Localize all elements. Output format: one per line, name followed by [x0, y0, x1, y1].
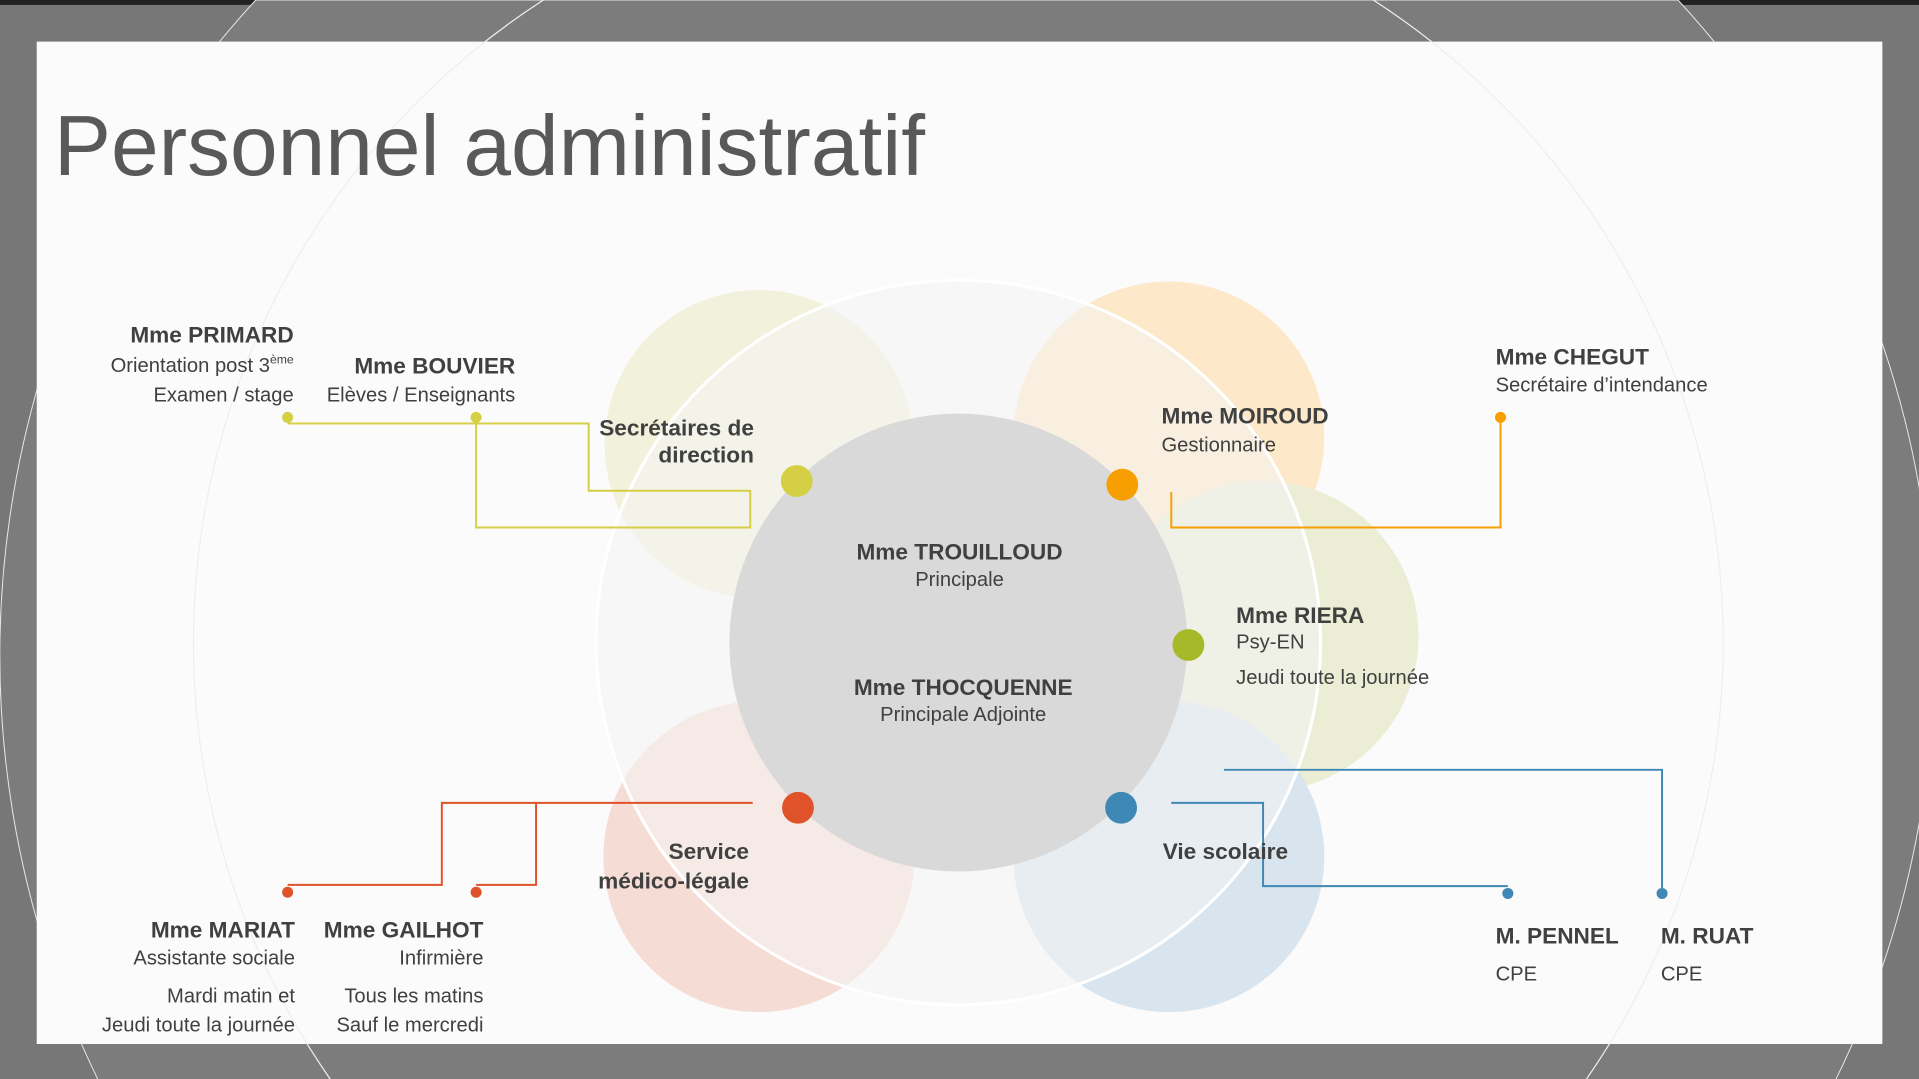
label-secretaires-1: Secrétaires de — [599, 416, 754, 441]
mariat-line2: Mardi matin et — [167, 985, 295, 1007]
center-p1-role: Principale — [915, 569, 1004, 591]
dot-medico — [782, 791, 814, 824]
person-primard: Mme PRIMARD Orientation post 3ème Examen… — [111, 323, 294, 407]
dot-secretaires — [780, 465, 813, 497]
pennel-line1: CPE — [1496, 963, 1538, 985]
ruat-name: M. RUAT — [1661, 924, 1754, 949]
page-title: Personnel administratif — [54, 98, 925, 194]
dot-gestion — [1106, 468, 1139, 501]
dot-pennel — [1502, 887, 1514, 899]
primard-name: Mme PRIMARD — [130, 323, 293, 348]
center-p2-name: Mme THOCQUENNE — [854, 675, 1073, 700]
connector-ruat — [1223, 768, 1664, 893]
moiroud-name: Mme MOIROUD — [1161, 403, 1328, 428]
dot-psy — [1172, 629, 1205, 661]
pennel-name: M. PENNEL — [1496, 924, 1619, 949]
label-secretaires-2: direction — [658, 443, 754, 468]
label-medico-1: Service — [669, 839, 750, 864]
person-ruat: M. RUAT CPE — [1661, 924, 1754, 986]
mariat-line1: Assistante sociale — [133, 947, 295, 969]
person-chegut: Mme CHEGUT Secrétaire d’intendance — [1496, 345, 1708, 397]
center-p2-role: Principale Adjointe — [880, 704, 1046, 726]
person-mariat: Mme MARIAT Assistante sociale Mardi mati… — [102, 918, 295, 1037]
bouvier-name: Mme BOUVIER — [354, 353, 515, 378]
connector-mariat — [287, 801, 753, 886]
connector-pennel — [1171, 801, 1508, 888]
moiroud-line1: Gestionnaire — [1161, 435, 1275, 457]
person-bouvier: Mme BOUVIER Elèves / Enseignants — [327, 353, 516, 406]
connector-secretaires — [287, 417, 752, 529]
person-riera: Mme RIERA Psy-EN Jeudi toute la journée — [1236, 603, 1429, 689]
dot-primard — [282, 411, 294, 423]
mariat-name: Mme MARIAT — [151, 918, 295, 943]
label-medico-2: médico-légale — [598, 869, 749, 894]
riera-name: Mme RIERA — [1236, 603, 1364, 628]
gailhot-name: Mme GAILHOT — [324, 918, 484, 943]
dot-chegut — [1494, 411, 1507, 423]
chegut-line1: Secrétaire d’intendance — [1496, 375, 1708, 397]
person-gailhot: Mme GAILHOT Infirmière Tous les matins S… — [324, 918, 484, 1037]
dot-mariat — [282, 886, 294, 898]
dot-gailhot — [470, 886, 482, 898]
faint-ring — [192, 0, 1724, 1079]
gailhot-line1: Infirmière — [399, 947, 483, 969]
gailhot-line3: Sauf le mercredi — [336, 1015, 483, 1037]
dot-vie-scolaire — [1105, 791, 1138, 824]
person-pennel: M. PENNEL CPE — [1496, 924, 1619, 986]
label-vie-scolaire: Vie scolaire — [1163, 839, 1288, 864]
bouvier-line1: Elèves / Enseignants — [327, 384, 516, 406]
connector-gailhot — [476, 802, 538, 886]
dot-ruat — [1656, 887, 1668, 899]
center-p1-name: Mme TROUILLOUD — [856, 539, 1062, 564]
dot-bouvier — [470, 411, 482, 423]
connector-gestion — [1170, 417, 1502, 529]
person-moiroud: Mme MOIROUD Gestionnaire — [1161, 403, 1328, 456]
center-circle — [729, 413, 1188, 872]
gailhot-line2: Tous les matins — [344, 985, 483, 1007]
primard-line2: Examen / stage — [153, 384, 293, 406]
riera-line2: Jeudi toute la journée — [1236, 667, 1429, 689]
primard-line1: Orientation post 3ème — [111, 352, 294, 377]
chegut-name: Mme CHEGUT — [1496, 345, 1650, 370]
ruat-line1: CPE — [1661, 963, 1703, 985]
mariat-line3: Jeudi toute la journée — [102, 1015, 295, 1037]
riera-line1: Psy-EN — [1236, 632, 1304, 654]
